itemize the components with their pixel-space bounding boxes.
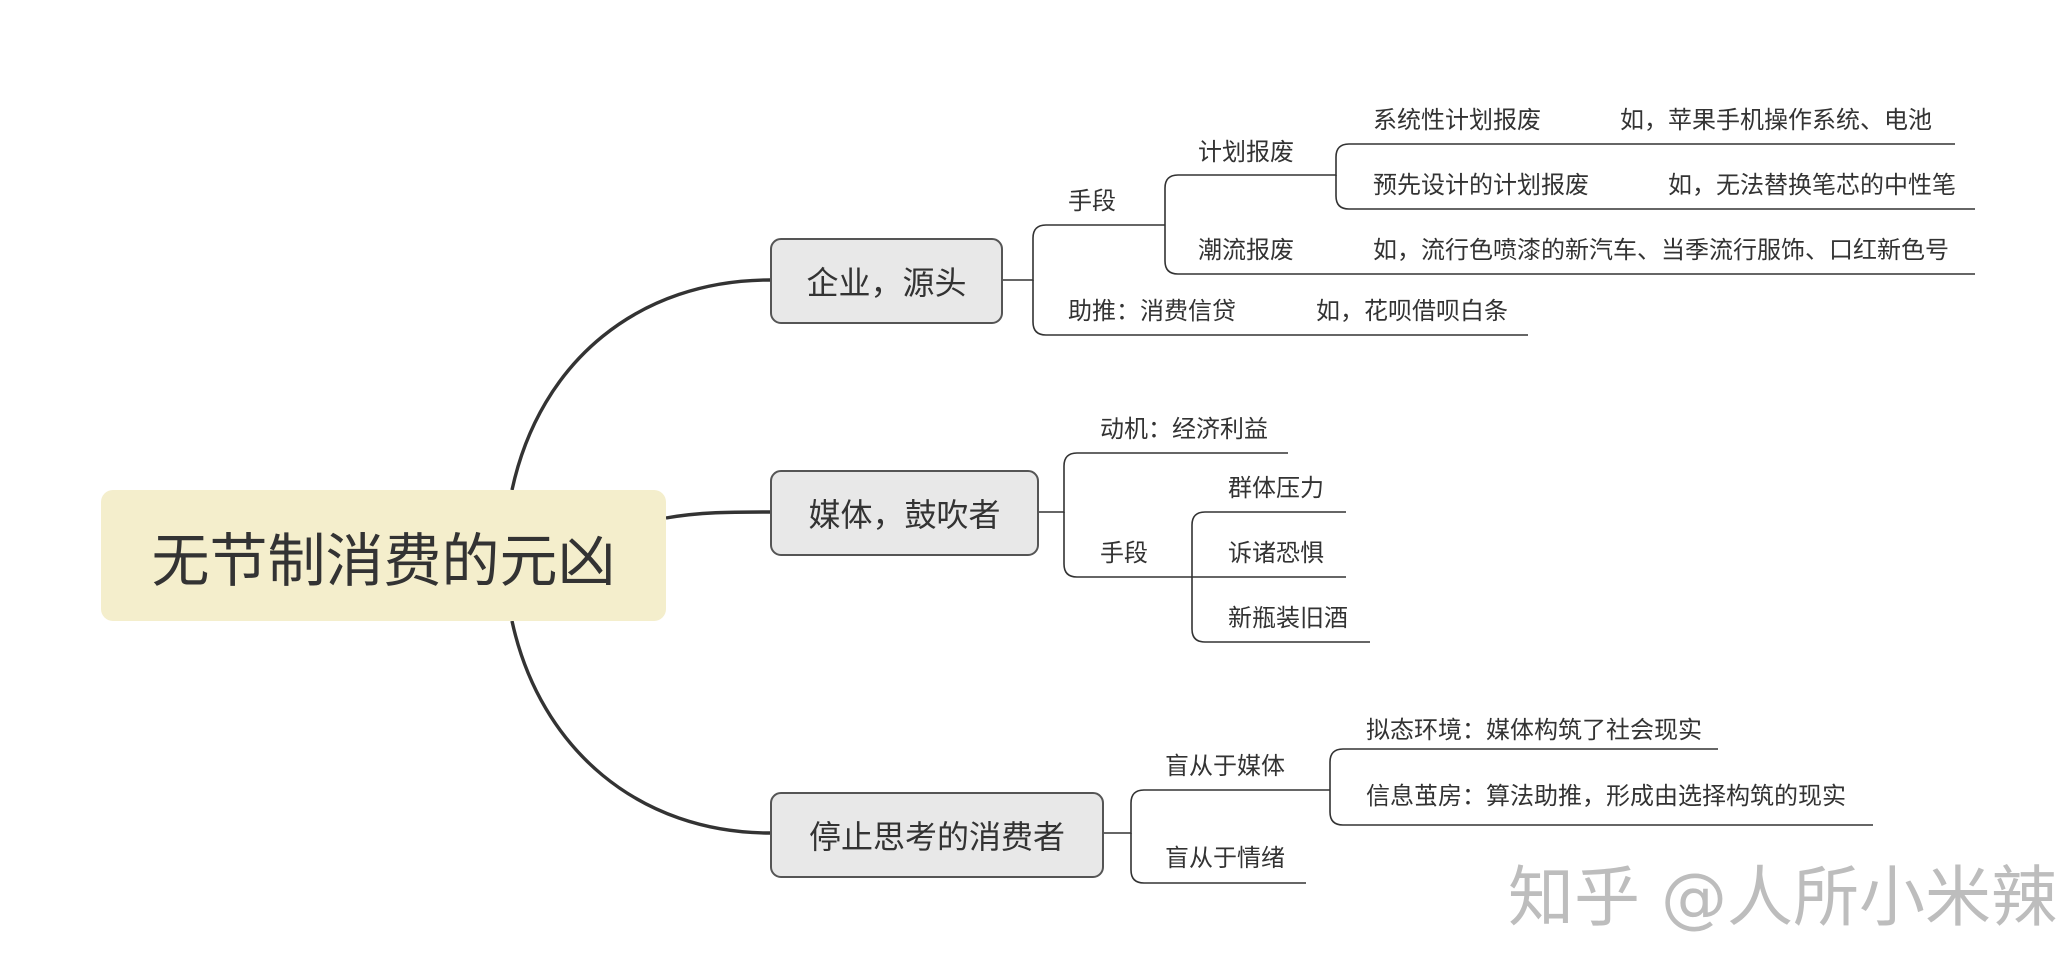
branch-enterprise[interactable]: 企业，源头 xyxy=(770,238,1003,324)
topic-group-pressure[interactable]: 群体压力 xyxy=(1228,474,1324,502)
topic-planned-obsolescence[interactable]: 计划报废 xyxy=(1198,138,1294,166)
connector-enterprise-means xyxy=(1003,224,1165,281)
topic-credit-example[interactable]: 如，花呗借呗白条 xyxy=(1316,297,1508,325)
topic-media-motive[interactable]: 动机：经济利益 xyxy=(1100,415,1268,443)
connector-planned-systematic xyxy=(1306,143,1955,176)
topic-consumer-credit[interactable]: 助推：消费信贷 xyxy=(1068,297,1236,325)
connector-root-enterprise xyxy=(510,278,771,491)
connector-enterprise-credit xyxy=(1032,280,1528,336)
connector-means-group xyxy=(1191,511,1346,577)
topic-follow-media[interactable]: 盲从于媒体 xyxy=(1165,752,1285,780)
branch-consumer[interactable]: 停止思考的消费者 xyxy=(770,792,1104,878)
connector-root-consumer xyxy=(510,620,771,835)
connector-means-trend xyxy=(1164,225,1975,275)
connector-media-motive xyxy=(1039,452,1288,513)
topic-follow-emotion[interactable]: 盲从于情绪 xyxy=(1165,844,1285,872)
topic-enterprise-means[interactable]: 手段 xyxy=(1068,187,1116,215)
connector-consumer-emotion xyxy=(1130,833,1306,884)
topic-predesigned-example[interactable]: 如，无法替换笔芯的中性笔 xyxy=(1668,171,1956,199)
branch-media[interactable]: 媒体，鼓吹者 xyxy=(770,470,1039,556)
topic-media-means[interactable]: 手段 xyxy=(1100,539,1148,567)
watermark: 知乎 @人所小米辣 xyxy=(1508,859,2057,936)
topic-echo-chamber[interactable]: 信息茧房：算法助推，形成由选择构筑的现实 xyxy=(1366,782,1846,810)
connector-followmedia-pseudo xyxy=(1329,748,1718,790)
connector-means-planned xyxy=(1164,174,1306,225)
topic-new-bottle-old-wine[interactable]: 新瓶装旧酒 xyxy=(1228,604,1348,632)
connector-root-media xyxy=(665,510,771,520)
connector-consumer-media xyxy=(1104,789,1330,834)
connector-media-means xyxy=(1063,512,1192,578)
topic-trend-obsolescence[interactable]: 潮流报废 xyxy=(1198,236,1294,264)
topic-trend-example[interactable]: 如，流行色喷漆的新汽车、当季流行服饰、口红新色号 xyxy=(1373,236,1949,264)
topic-systematic-example[interactable]: 如，苹果手机操作系统、电池 xyxy=(1620,106,1932,134)
central-topic[interactable]: 无节制消费的元凶 xyxy=(101,490,666,621)
connector-means-newbottle xyxy=(1191,577,1370,643)
topic-predesigned-obsolescence[interactable]: 预先设计的计划报废 xyxy=(1373,171,1589,199)
topic-appeal-to-fear[interactable]: 诉诸恐惧 xyxy=(1228,539,1324,567)
connector-planned-predesigned xyxy=(1335,175,1975,210)
topic-systematic-obsolescence[interactable]: 系统性计划报废 xyxy=(1373,106,1541,134)
connector-followmedia-echo xyxy=(1329,790,1873,826)
topic-pseudo-environment[interactable]: 拟态环境：媒体构筑了社会现实 xyxy=(1366,716,1702,744)
